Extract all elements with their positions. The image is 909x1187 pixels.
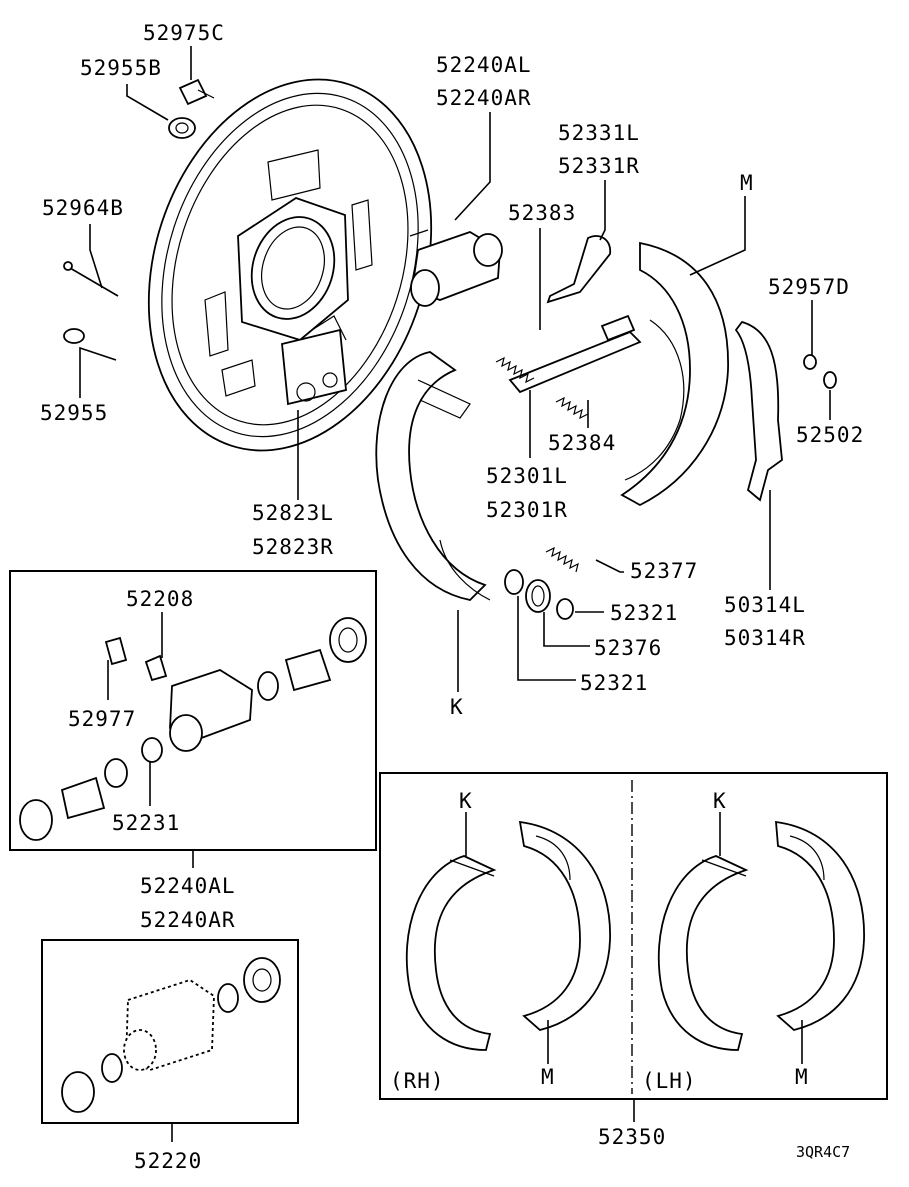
backing-plate bbox=[147, 78, 433, 452]
label-52331l: 52331L bbox=[558, 121, 640, 145]
label-52957d: 52957D bbox=[768, 275, 850, 299]
bleeder-screw-52975c bbox=[178, 78, 215, 106]
kit-label-rh: (RH) bbox=[390, 1069, 445, 1093]
label-52240al-bottom: 52240AL bbox=[140, 874, 236, 898]
label-52975c: 52975C bbox=[143, 21, 225, 45]
clip-52502 bbox=[823, 371, 837, 389]
label-52823r: 52823R bbox=[252, 535, 334, 559]
bolt-52964b bbox=[63, 261, 119, 297]
label-52321-a: 52321 bbox=[610, 601, 678, 625]
cylinder-assembly-box bbox=[41, 939, 299, 1124]
spring-52384 bbox=[555, 396, 589, 420]
drawing-code: 3QR4C7 bbox=[796, 1143, 850, 1161]
kit-label-k-lh: K bbox=[713, 789, 727, 813]
label-k-top: K bbox=[450, 695, 464, 719]
cylinder-exploded-parts bbox=[19, 617, 367, 841]
label-52220: 52220 bbox=[134, 1149, 202, 1173]
kit-leader-lines bbox=[465, 812, 803, 1122]
adjuster-52301 bbox=[508, 314, 642, 394]
label-m-top: M bbox=[740, 171, 754, 195]
kit-label-m-lh: M bbox=[795, 1065, 809, 1089]
label-52240ar-bottom: 52240AR bbox=[140, 908, 236, 932]
label-52383: 52383 bbox=[508, 201, 576, 225]
plug-52955 bbox=[63, 328, 85, 344]
leader-lines bbox=[79, 46, 831, 692]
label-52240al-top: 52240AL bbox=[436, 53, 532, 77]
label-52377: 52377 bbox=[630, 559, 698, 583]
label-52301r: 52301R bbox=[486, 498, 568, 522]
parking-lever-50314 bbox=[734, 320, 783, 502]
spring-52377 bbox=[545, 546, 579, 573]
label-52823l: 52823L bbox=[252, 501, 334, 525]
kit-label-lh: (LH) bbox=[642, 1069, 697, 1093]
label-52331r: 52331R bbox=[558, 154, 640, 178]
cylinder-leader-lines bbox=[107, 612, 194, 868]
kit-label-m-rh: M bbox=[541, 1065, 555, 1089]
label-52350: 52350 bbox=[598, 1125, 666, 1149]
washer-52321-a bbox=[556, 598, 574, 620]
label-52955: 52955 bbox=[40, 401, 108, 425]
label-52240ar-top: 52240AR bbox=[436, 86, 532, 110]
label-52321-b: 52321 bbox=[580, 671, 648, 695]
label-52376: 52376 bbox=[594, 636, 662, 660]
bleeder-cap-52955b bbox=[168, 117, 196, 139]
kit-label-k-rh: K bbox=[459, 789, 473, 813]
label-52384: 52384 bbox=[548, 431, 616, 455]
cylinder-assembly-parts bbox=[61, 957, 281, 1113]
brake-shoe-k bbox=[375, 351, 491, 601]
washer-52321-b bbox=[504, 569, 524, 595]
label-52955b: 52955B bbox=[80, 56, 162, 80]
kit-shoes-rh bbox=[405, 820, 611, 1051]
wheel-cylinder-52240a bbox=[409, 229, 503, 307]
shoe-kit-box bbox=[379, 772, 888, 1100]
pin-52957d bbox=[803, 354, 817, 370]
label-52301l: 52301L bbox=[486, 464, 568, 488]
label-50314r: 50314R bbox=[724, 626, 806, 650]
kit-shoes-lh bbox=[657, 820, 865, 1051]
label-52964b: 52964B bbox=[42, 196, 124, 220]
label-52208: 52208 bbox=[126, 587, 194, 611]
label-52977: 52977 bbox=[68, 707, 136, 731]
spring-52376 bbox=[525, 579, 551, 613]
brake-shoe-m bbox=[620, 241, 729, 507]
label-50314l: 50314L bbox=[724, 593, 806, 617]
lever-52331 bbox=[546, 235, 612, 304]
label-52231: 52231 bbox=[112, 811, 180, 835]
label-52502: 52502 bbox=[796, 423, 864, 447]
spring-52383 bbox=[495, 356, 535, 384]
